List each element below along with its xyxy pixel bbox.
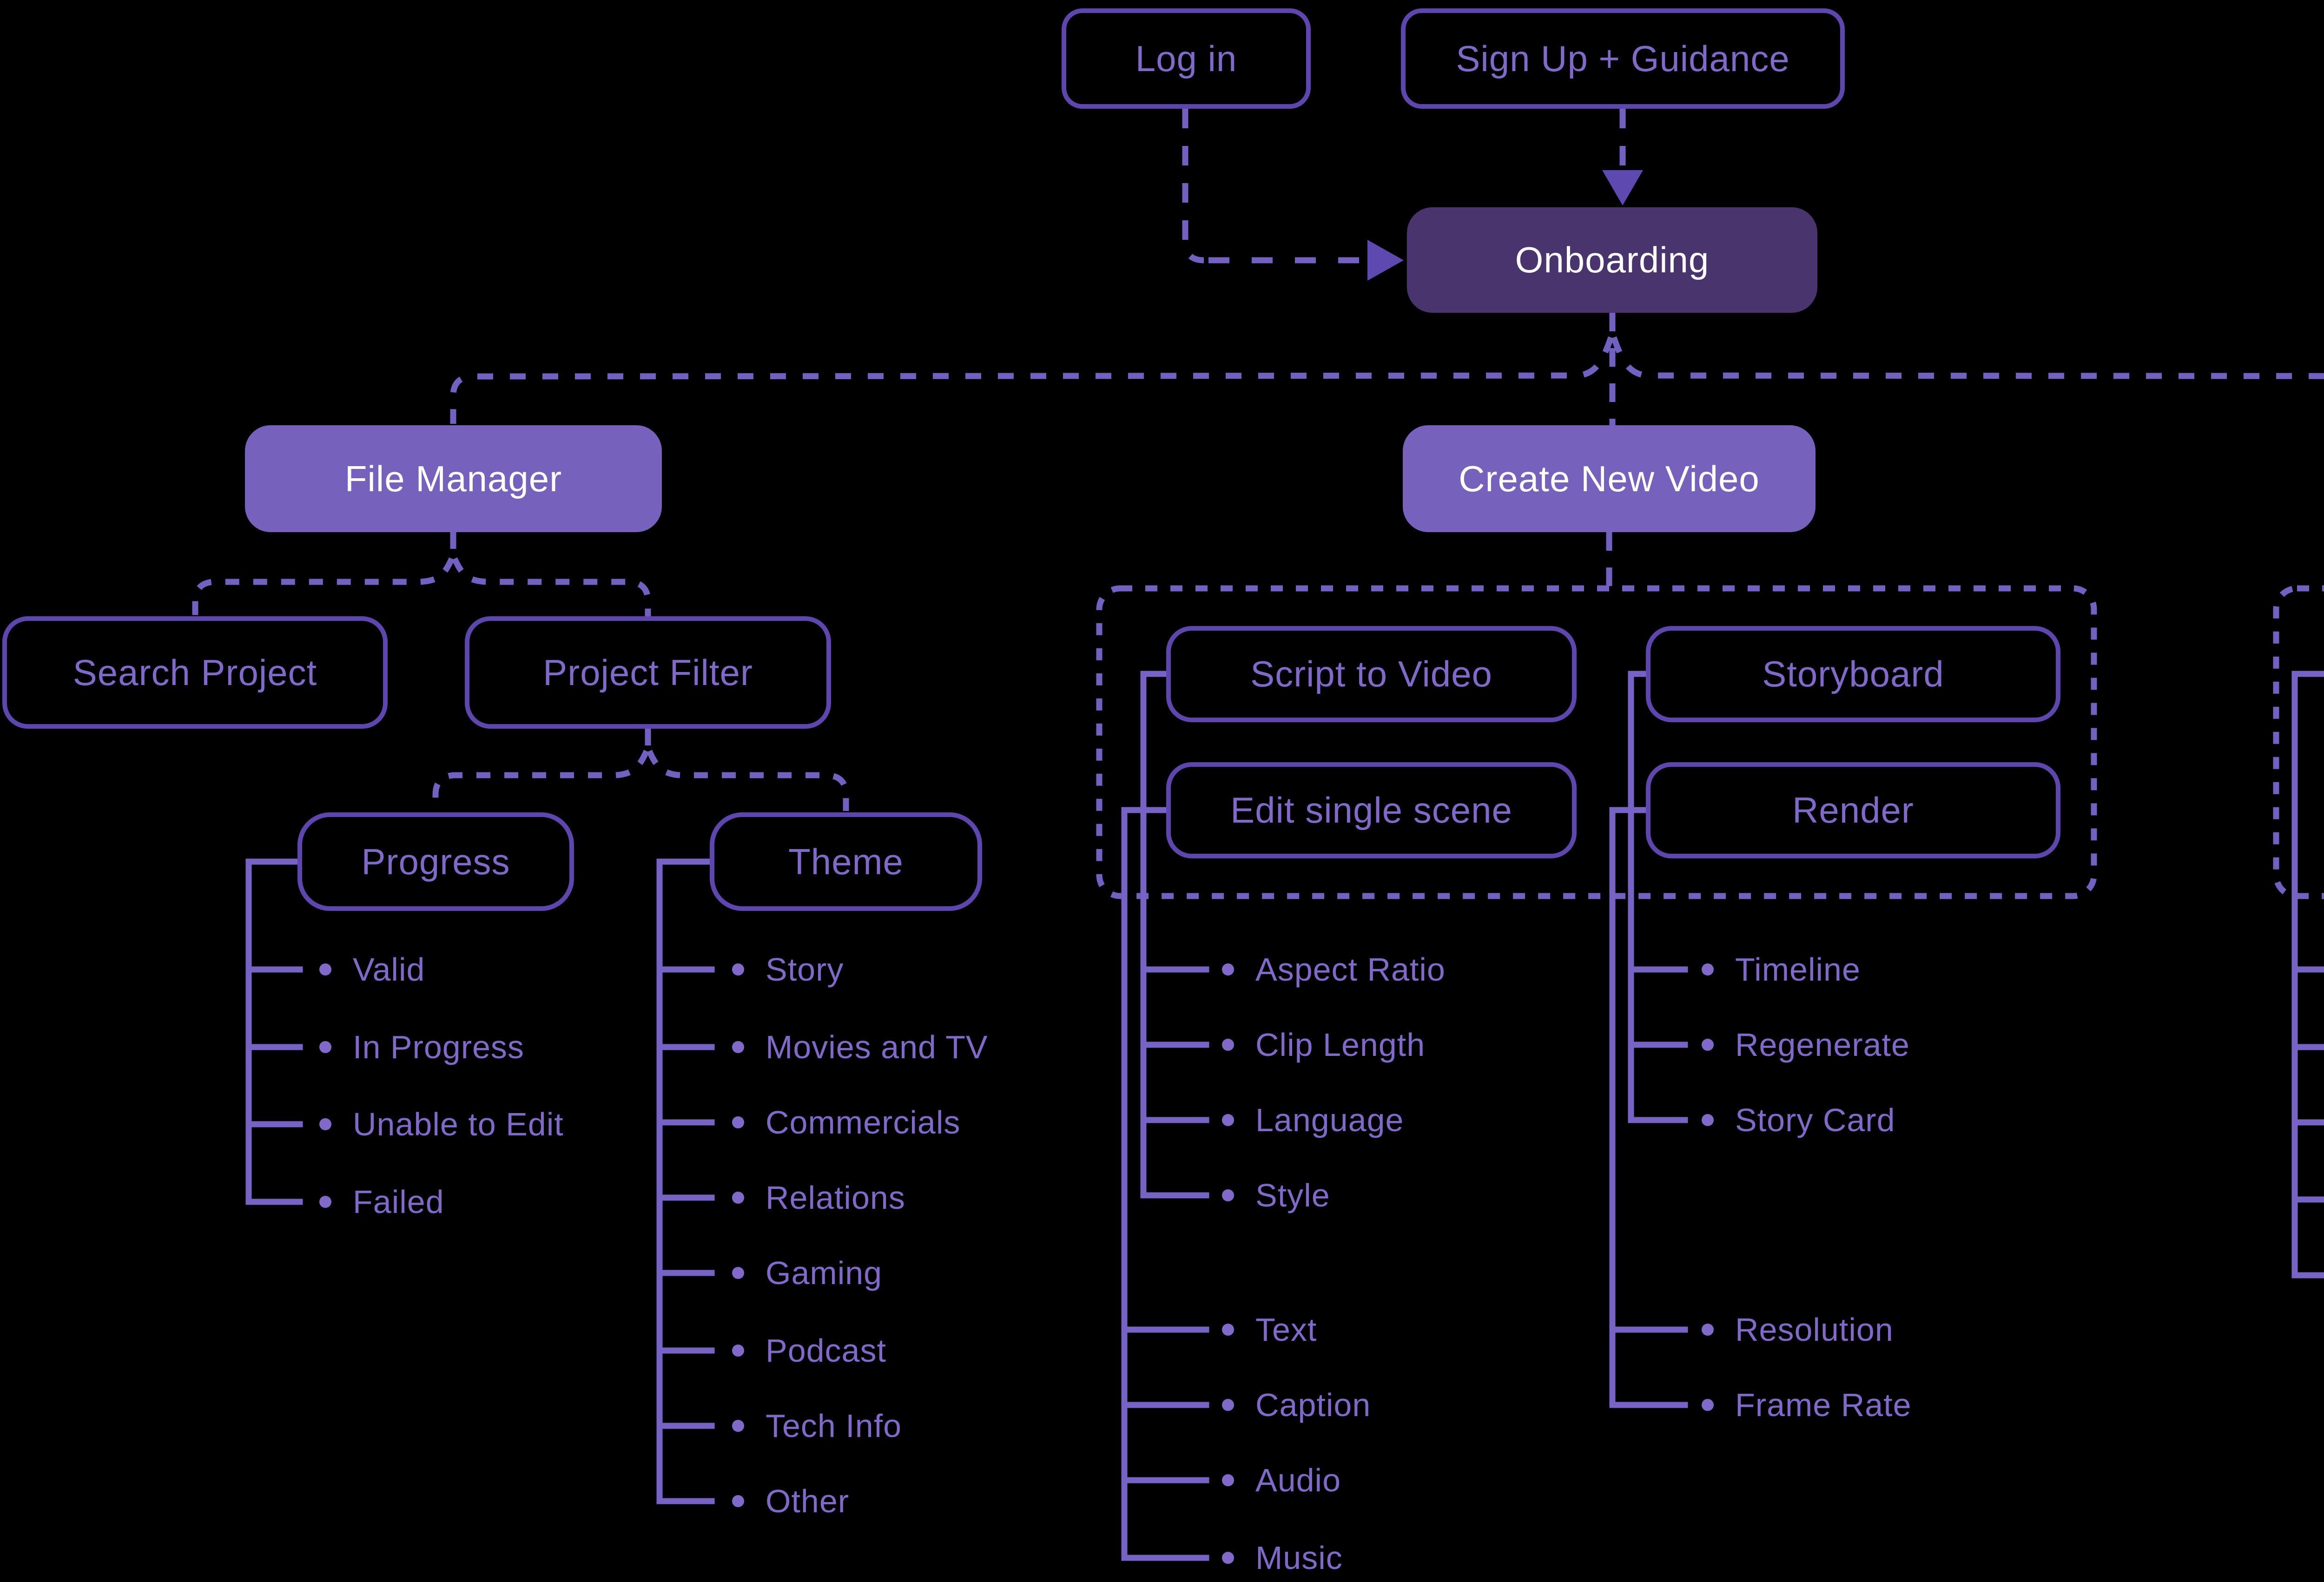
list-item-language: Language <box>1222 1098 1404 1142</box>
node-signup-label: Sign Up + Guidance <box>1456 38 1790 79</box>
list-item-other: Other <box>732 1479 849 1523</box>
node-login[interactable]: Log in <box>1062 8 1311 109</box>
list-item-music: Music <box>1222 1536 1343 1580</box>
list-item-aspect-ratio: Aspect Ratio <box>1222 947 1446 992</box>
node-progress-label: Progress <box>361 841 510 882</box>
node-render-label: Render <box>1792 790 1914 831</box>
list-item-failed: Failed <box>319 1180 444 1224</box>
list-item-valid: Valid <box>319 947 425 992</box>
list-item-relations: Relations <box>732 1175 905 1220</box>
node-project-filter[interactable]: Project Filter <box>465 616 831 729</box>
list-item-text: Text <box>1222 1307 1317 1352</box>
connector-rail-left <box>450 336 1614 424</box>
node-onboarding[interactable]: Onboarding <box>1407 207 1817 313</box>
node-progress[interactable]: Progress <box>297 812 574 911</box>
tree-progress <box>245 858 303 1205</box>
bullet-icon <box>732 1116 744 1128</box>
connector-fm-filter <box>452 557 651 616</box>
bullet-icon <box>1222 1552 1234 1564</box>
tree-storyboard <box>1628 671 1688 1123</box>
bullet-icon <box>1222 1399 1234 1411</box>
tree-template <box>2291 671 2324 1279</box>
bullet-icon <box>319 1041 331 1053</box>
bullet-icon <box>1702 1399 1714 1411</box>
tree-theme <box>656 858 715 1504</box>
node-theme-label: Theme <box>788 841 904 882</box>
bullet-icon <box>732 1192 744 1204</box>
container-account-settings-border <box>2273 585 2324 899</box>
bullet-icon <box>1702 1114 1714 1126</box>
tree-edit-single-scene <box>1121 807 1209 1561</box>
list-item-commercials: Commercials <box>732 1100 960 1145</box>
connector-pf-theme <box>647 750 849 811</box>
connector-login-elbow <box>1182 109 1204 264</box>
bullet-icon <box>1702 963 1714 976</box>
list-item-timeline: Timeline <box>1702 947 1861 992</box>
bullet-icon <box>1702 1039 1714 1051</box>
bullet-icon <box>1702 1324 1714 1336</box>
bullet-icon <box>732 1041 744 1053</box>
bullet-icon <box>732 1495 744 1507</box>
list-item-unable-to-edit: Unable to Edit <box>319 1102 564 1147</box>
list-item-style: Style <box>1222 1173 1330 1218</box>
bullet-icon <box>1222 1324 1234 1336</box>
list-item-story-card: Story Card <box>1702 1098 1895 1142</box>
node-storyboard-label: Storyboard <box>1762 653 1944 694</box>
bullet-icon <box>732 1345 744 1357</box>
connector-fm-search <box>192 557 455 616</box>
list-item-frame-rate: Frame Rate <box>1702 1383 1912 1427</box>
list-item-caption: Caption <box>1222 1383 1371 1427</box>
tree-render <box>1609 807 1688 1408</box>
node-edit-single-scene-label: Edit single scene <box>1230 790 1512 831</box>
arrow-down-icon <box>1602 170 1643 205</box>
container-create-new-video-border <box>1096 585 2097 899</box>
node-search-project-label: Search Project <box>73 652 317 693</box>
node-project-filter-label: Project Filter <box>543 652 753 693</box>
list-item-regenerate: Regenerate <box>1702 1022 1910 1067</box>
node-theme[interactable]: Theme <box>710 812 982 911</box>
bullet-icon <box>1222 1189 1234 1201</box>
node-file-manager-label: File Manager <box>344 458 562 499</box>
connector-rail-right <box>1611 336 2324 379</box>
node-script-to-video-label: Script to Video <box>1250 653 1492 694</box>
node-file-manager[interactable]: File Manager <box>245 425 662 532</box>
node-search-project[interactable]: Search Project <box>2 616 388 729</box>
node-edit-single-scene[interactable]: Edit single scene <box>1166 762 1577 858</box>
bullet-icon <box>732 963 744 976</box>
node-storyboard[interactable]: Storyboard <box>1646 626 2060 722</box>
bullet-icon <box>732 1420 744 1432</box>
list-item-movies-and-tv: Movies and TV <box>732 1025 988 1069</box>
list-item-tech-info: Tech Info <box>732 1404 902 1448</box>
list-item-podcast: Podcast <box>732 1328 886 1373</box>
bullet-icon <box>319 1118 331 1130</box>
list-item-audio: Audio <box>1222 1458 1341 1503</box>
node-login-label: Log in <box>1135 38 1237 79</box>
node-create-new-video-label: Create New Video <box>1459 458 1760 499</box>
list-item-in-progress: In Progress <box>319 1025 524 1069</box>
list-item-story: Story <box>732 947 844 992</box>
bullet-icon <box>1222 1114 1234 1126</box>
list-item-gaming: Gaming <box>732 1251 882 1295</box>
arrow-right-icon <box>1367 240 1404 281</box>
list-item-resolution: Resolution <box>1702 1307 1894 1352</box>
node-signup[interactable]: Sign Up + Guidance <box>1401 8 1845 109</box>
connector-pf-progress <box>432 750 649 811</box>
bullet-icon <box>1222 1474 1234 1486</box>
node-onboarding-label: Onboarding <box>1515 239 1710 280</box>
list-item-clip-length: Clip Length <box>1222 1022 1425 1067</box>
bullet-icon <box>1222 963 1234 976</box>
node-script-to-video[interactable]: Script to Video <box>1166 626 1577 722</box>
bullet-icon <box>319 1196 331 1208</box>
bullet-icon <box>732 1267 744 1279</box>
bullet-icon <box>319 963 331 976</box>
node-create-new-video[interactable]: Create New Video <box>1403 425 1816 532</box>
tree-script-to-video <box>1140 671 1209 1199</box>
bullet-icon <box>1222 1039 1234 1051</box>
node-render[interactable]: Render <box>1646 762 2060 858</box>
